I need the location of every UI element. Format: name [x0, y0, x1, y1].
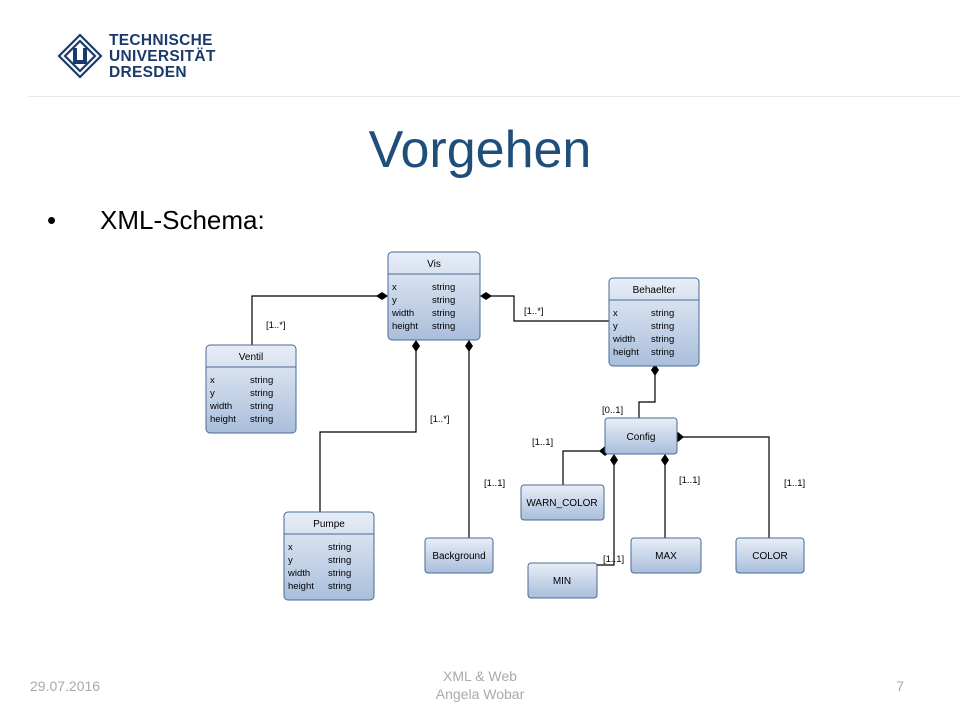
- class-color-name: COLOR: [752, 551, 788, 562]
- bullet-text: XML-Schema:: [100, 205, 265, 235]
- svg-text:height: height: [288, 581, 314, 592]
- class-config-name: Config: [627, 432, 656, 443]
- svg-text:string: string: [328, 555, 351, 566]
- page-number: 7: [896, 678, 904, 694]
- class-background-name: Background: [432, 551, 485, 562]
- svg-text:string: string: [432, 295, 455, 306]
- edge-vis-ventil: [251, 295, 382, 346]
- svg-text:width: width: [209, 401, 232, 412]
- svg-text:string: string: [651, 308, 674, 319]
- svg-text:x: x: [613, 308, 618, 319]
- class-pumpe-name: Pumpe: [313, 519, 345, 530]
- class-pumpe: Pumpe x string y string width string hei…: [283, 511, 375, 601]
- class-behaelter-name: Behaelter: [633, 285, 676, 296]
- diamond-behaelter-config: [651, 364, 659, 376]
- svg-text:height: height: [392, 321, 418, 332]
- tu-dresden-logo: TECHNISCHE UNIVERSITÄT DRESDEN: [57, 33, 217, 83]
- svg-text:height: height: [613, 347, 639, 358]
- svg-text:string: string: [250, 414, 273, 425]
- class-min-name: MIN: [553, 576, 571, 587]
- edge-behaelter-config: [638, 370, 656, 420]
- edge-config-color: [678, 436, 770, 540]
- mult-max: [1..1]: [679, 475, 700, 486]
- diamond-vis-ventil: [376, 292, 388, 300]
- mult-background: [1..1]: [484, 478, 505, 489]
- svg-text:string: string: [651, 334, 674, 345]
- svg-text:width: width: [391, 308, 414, 319]
- svg-text:string: string: [651, 321, 674, 332]
- svg-text:x: x: [210, 375, 215, 386]
- class-ventil: Ventil x string y string width string he…: [205, 344, 297, 434]
- svg-text:string: string: [432, 282, 455, 293]
- mult-pumpe: [1..*]: [430, 414, 450, 425]
- svg-text:string: string: [328, 568, 351, 579]
- mult-config: [0..1]: [602, 405, 623, 416]
- header-divider: [28, 96, 960, 97]
- class-vis: Vis x string y string width string heigh…: [387, 251, 481, 341]
- edge-vis-pumpe: [319, 346, 417, 514]
- edge-config-min: [597, 460, 615, 566]
- edge-config-warncolor: [562, 450, 605, 485]
- class-vis-name: Vis: [427, 259, 441, 270]
- slide-title: Vorgehen: [368, 121, 592, 179]
- svg-text:width: width: [612, 334, 635, 345]
- class-config: Config: [604, 417, 678, 455]
- svg-text:y: y: [210, 388, 215, 399]
- class-behaelter: Behaelter x string y string width string…: [608, 277, 700, 367]
- diamond-vis-behaelter: [480, 292, 492, 300]
- class-min: MIN: [527, 562, 598, 599]
- tu-dresden-logo-mark: [57, 33, 103, 79]
- class-warn-color-name: WARN_COLOR: [526, 498, 597, 509]
- svg-text:y: y: [613, 321, 618, 332]
- svg-text:string: string: [328, 542, 351, 553]
- svg-text:string: string: [328, 581, 351, 592]
- footer-course: XML & Web: [443, 668, 517, 684]
- mult-min: [1..1]: [603, 554, 624, 565]
- logo-line-3: DRESDEN: [109, 64, 187, 81]
- svg-text:y: y: [288, 555, 293, 566]
- mult-behaelter: [1..*]: [524, 306, 544, 317]
- svg-text:string: string: [250, 375, 273, 386]
- class-max: MAX: [630, 537, 702, 574]
- svg-text:x: x: [288, 542, 293, 553]
- mult-warncolor: [1..1]: [532, 437, 553, 448]
- logo-line-2: UNIVERSITÄT: [109, 48, 216, 65]
- svg-text:string: string: [651, 347, 674, 358]
- footer-center: XML & Web Angela Wobar: [380, 667, 580, 703]
- class-ventil-name: Ventil: [239, 352, 263, 363]
- svg-text:height: height: [210, 414, 236, 425]
- footer-date: 29.07.2016: [30, 678, 101, 694]
- svg-text:width: width: [287, 568, 310, 579]
- svg-text:string: string: [432, 308, 455, 319]
- diamond-vis-pumpe: [412, 340, 420, 352]
- class-color: COLOR: [735, 537, 805, 574]
- svg-text:x: x: [392, 282, 397, 293]
- bullet-dot: •: [47, 205, 57, 235]
- diamond-vis-background: [465, 340, 473, 352]
- tu-dresden-logo-text: TECHNISCHE UNIVERSITÄT DRESDEN: [109, 33, 216, 81]
- edge-vis-behaelter: [486, 295, 611, 322]
- class-warn-color: WARN_COLOR: [520, 484, 605, 521]
- svg-text:string: string: [432, 321, 455, 332]
- mult-color: [1..1]: [784, 478, 805, 489]
- mult-ventil: [1..*]: [266, 320, 286, 331]
- svg-text:string: string: [250, 388, 273, 399]
- logo-line-1: TECHNISCHE: [109, 32, 213, 49]
- svg-text:y: y: [392, 295, 397, 306]
- diamond-config-min: [610, 454, 618, 466]
- class-background: Background: [424, 537, 494, 574]
- svg-text:string: string: [250, 401, 273, 412]
- diamond-config-max: [661, 454, 669, 466]
- class-max-name: MAX: [655, 551, 677, 562]
- footer-author: Angela Wobar: [435, 686, 525, 702]
